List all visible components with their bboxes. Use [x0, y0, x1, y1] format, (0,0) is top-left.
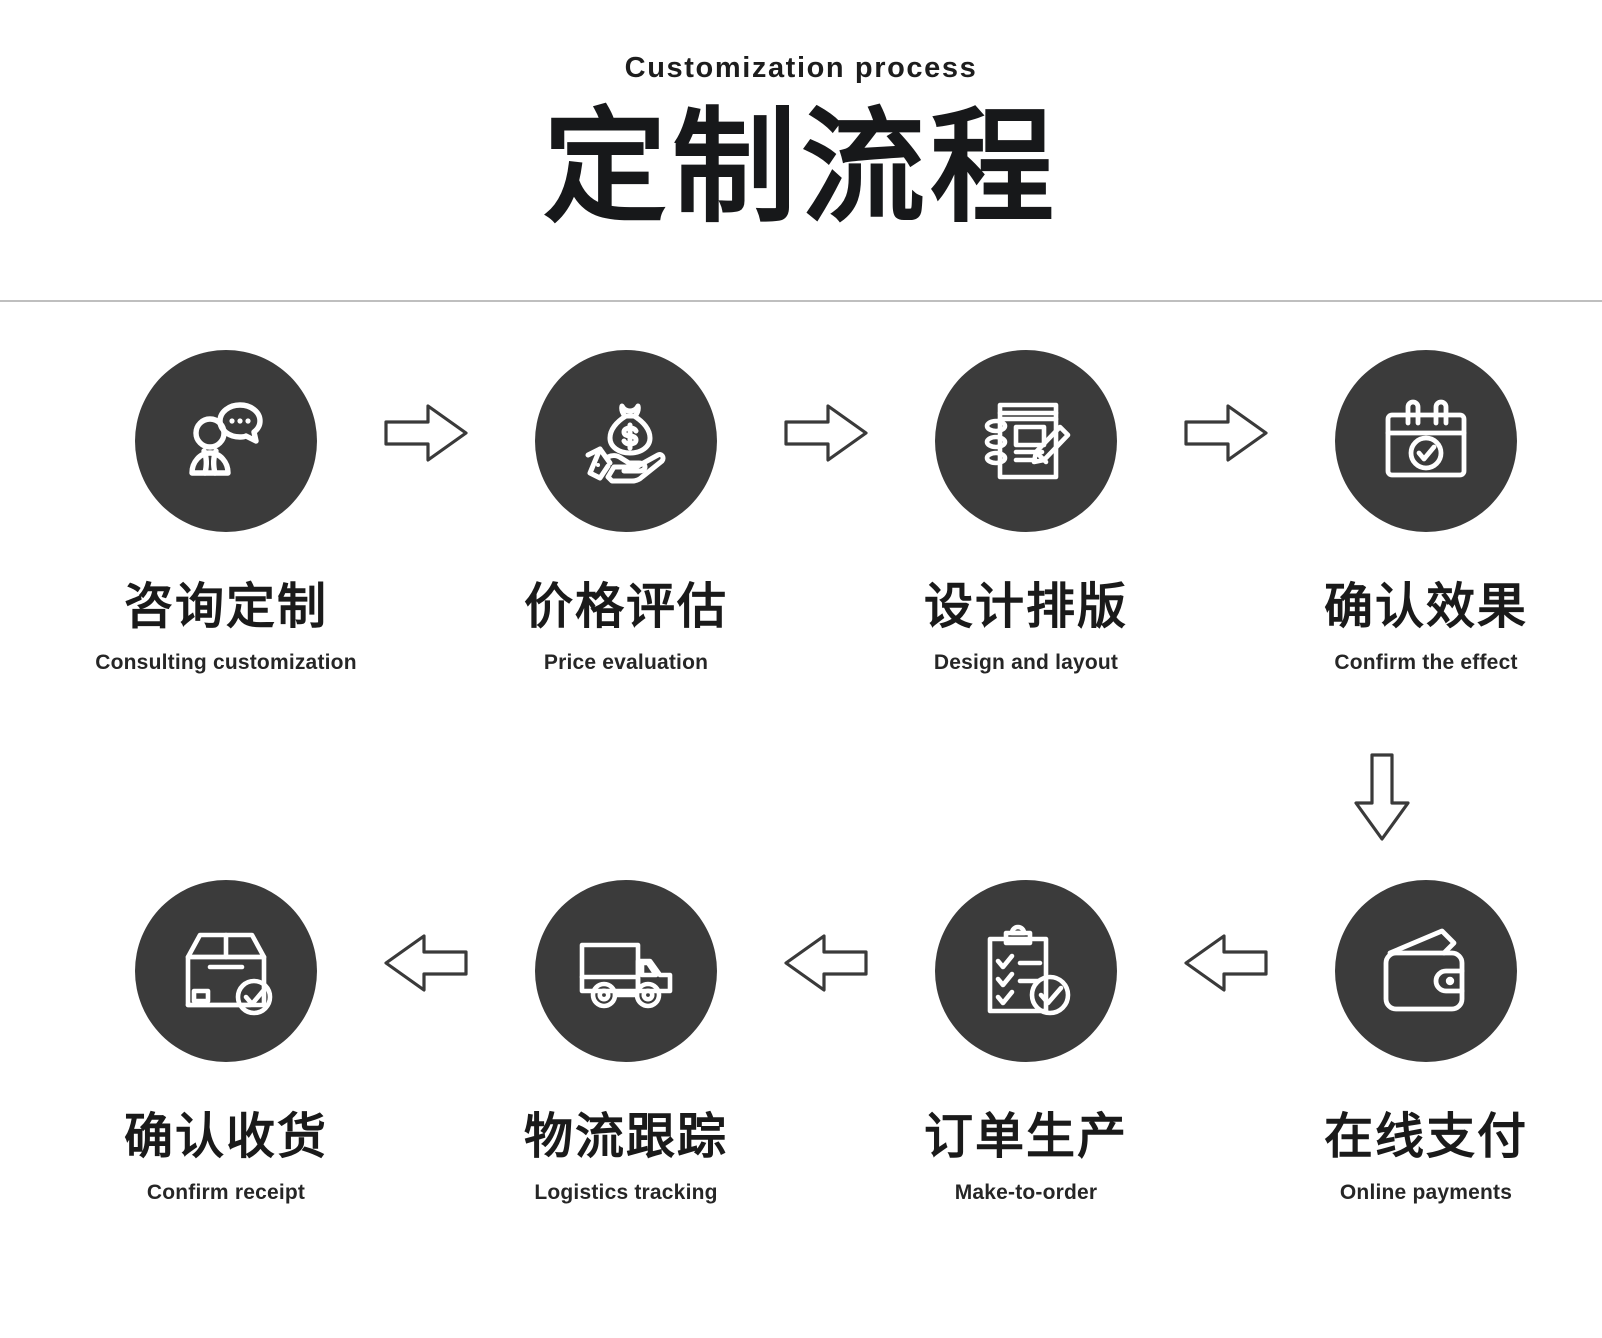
connector-3-4: [1174, 350, 1278, 770]
step-make-to-order[interactable]: 订单生产 Make-to-order: [878, 880, 1174, 1205]
process-row-1: 咨询定制 Consulting customization: [0, 350, 1602, 770]
process-flow: 咨询定制 Consulting customization: [0, 302, 1602, 1338]
step-price-evaluation[interactable]: 价格评估 Price evaluation: [478, 350, 774, 675]
delivery-truck-icon: [572, 917, 680, 1025]
step-confirm-receipt[interactable]: 确认收货 Confirm receipt: [78, 880, 374, 1205]
step-subtitle: Logistics tracking: [534, 1180, 718, 1204]
step-online-payments[interactable]: 在线支付 Online payments: [1278, 880, 1574, 1205]
calendar-check-icon: [1374, 389, 1478, 493]
arrow-left-icon: [1180, 926, 1272, 1000]
arrow-right-icon: [1180, 396, 1272, 470]
step-subtitle: Make-to-order: [954, 1180, 1098, 1204]
step-title: 确认效果: [1323, 578, 1528, 635]
arrow-left-icon: [780, 926, 872, 1000]
arrow-right-icon: [380, 396, 472, 470]
step-icon-circle: [535, 880, 717, 1062]
step-title: 价格评估: [523, 578, 728, 635]
connector-2-3: [774, 350, 878, 770]
connector-5-6: [1174, 880, 1278, 1300]
step-subtitle: Confirm receipt: [146, 1180, 306, 1204]
clipboard-checklist-check-icon: [974, 919, 1078, 1023]
step-icon-circle: [1335, 880, 1517, 1062]
step-subtitle: Price evaluation: [543, 650, 709, 674]
step-icon-circle: [935, 880, 1117, 1062]
step-title: 确认收货: [123, 1108, 328, 1165]
step-logistics-tracking[interactable]: 物流跟踪 Logistics tracking: [478, 880, 774, 1205]
step-title: 在线支付: [1323, 1108, 1528, 1165]
step-subtitle: Confirm the effect: [1334, 650, 1518, 674]
step-subtitle: Consulting customization: [95, 650, 357, 674]
step-consulting-customization[interactable]: 咨询定制 Consulting customization: [78, 350, 374, 675]
step-title: 设计排版: [923, 578, 1128, 635]
connector-4-5: [1291, 742, 1473, 852]
arrow-right-icon: [780, 396, 872, 470]
process-row-2: 确认收货 Confirm receipt: [0, 880, 1602, 1300]
step-icon-circle: [1335, 350, 1517, 532]
step-title: 物流跟踪: [523, 1108, 728, 1165]
connector-6-7: [774, 880, 878, 1300]
arrow-down-icon: [1350, 749, 1414, 845]
step-confirm-the-effect[interactable]: 确认效果 Confirm the effect: [1278, 350, 1574, 675]
header-divider: [0, 300, 1602, 302]
arrow-left-icon: [380, 926, 472, 1000]
step-icon-circle: [935, 350, 1117, 532]
step-design-and-layout[interactable]: 设计排版 Design and layout: [878, 350, 1174, 675]
connector-1-2: [374, 350, 478, 770]
connector-7-8: [374, 880, 478, 1300]
step-icon-circle: [135, 350, 317, 532]
wallet-icon: [1374, 919, 1478, 1023]
package-box-check-icon: [174, 919, 278, 1023]
step-title: 订单生产: [923, 1108, 1128, 1165]
step-title: 咨询定制: [123, 578, 328, 635]
page-header: Customization process 定制流程: [0, 0, 1602, 300]
consulting-person-chat-icon: [174, 389, 278, 493]
step-icon-circle: [135, 880, 317, 1062]
hand-holding-money-bag-icon: [574, 389, 678, 493]
step-subtitle: Design and layout: [933, 650, 1119, 674]
notebook-pencil-icon: [974, 389, 1078, 493]
page-title: 定制流程: [542, 96, 1059, 240]
step-subtitle: Online payments: [1339, 1180, 1513, 1204]
header-eyebrow: Customization process: [624, 52, 978, 84]
step-icon-circle: [535, 350, 717, 532]
